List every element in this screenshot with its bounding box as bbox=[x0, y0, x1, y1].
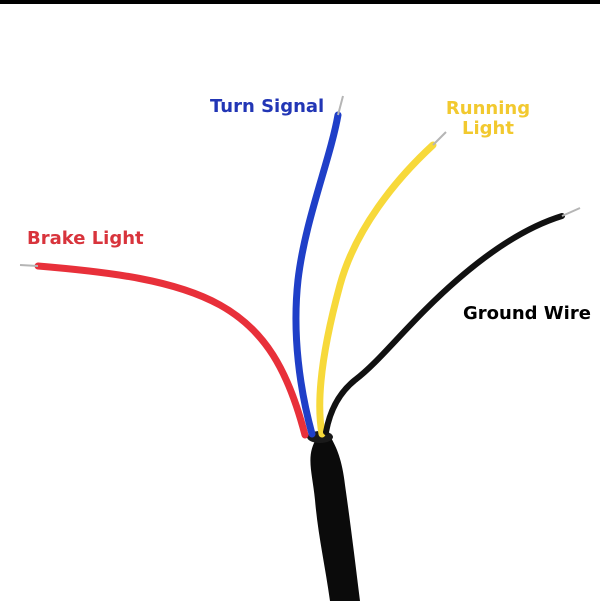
running-wire bbox=[316, 141, 437, 438]
running-light-label-line2: Light bbox=[462, 118, 514, 139]
turn-signal-label: Turn Signal bbox=[210, 96, 325, 117]
cable-jacket bbox=[310, 436, 360, 601]
turn-wire-tip bbox=[337, 95, 344, 116]
running-light-label-line1: Running bbox=[445, 98, 531, 119]
ground-wire bbox=[323, 213, 565, 435]
ground-wire-label: Ground Wire bbox=[463, 303, 591, 324]
brake-wire bbox=[34, 262, 309, 439]
running-wire-tip bbox=[432, 131, 447, 146]
running-light-label: Running Light bbox=[436, 99, 540, 139]
top-border bbox=[0, 0, 600, 4]
turn-wire bbox=[292, 111, 342, 438]
brake-wire-tip bbox=[19, 264, 39, 267]
brake-light-label: Brake Light bbox=[27, 228, 144, 249]
ground-wire-tip bbox=[561, 207, 581, 217]
